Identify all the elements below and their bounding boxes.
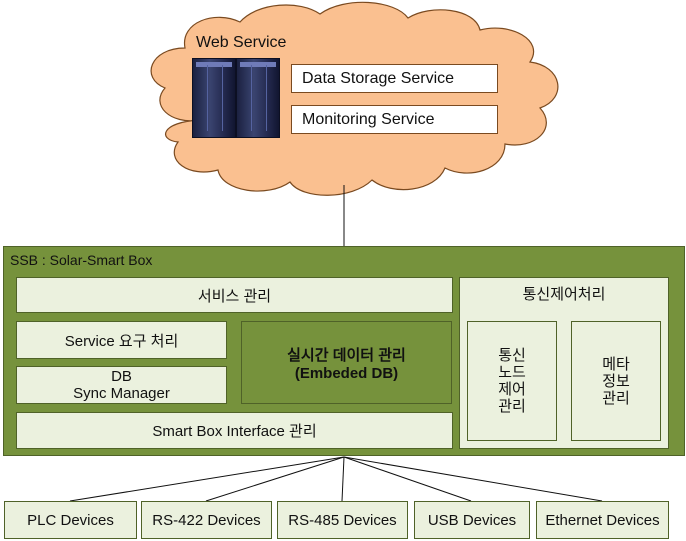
device-rs422: RS-422 Devices <box>141 501 272 539</box>
device-plc: PLC Devices <box>4 501 137 539</box>
comm-control-title: 통신제어처리 <box>522 286 606 303</box>
db-sync-manager-box: DB Sync Manager <box>16 366 227 404</box>
embedded-db-label: (Embeded DB) <box>294 364 399 382</box>
connector-plc <box>69 456 345 502</box>
connector-usb <box>343 456 472 502</box>
web-service-cloud <box>150 1 559 196</box>
node-control-line: 노드 <box>498 364 526 381</box>
db-sync-line: Sync Manager <box>73 385 170 402</box>
ssb-title: SSB : Solar-Smart Box <box>10 252 153 268</box>
service-request-box: Service 요구 처리 <box>16 321 227 359</box>
web-service-title: Web Service <box>196 34 287 51</box>
smart-box-interface-box: Smart Box Interface 관리 <box>16 412 453 449</box>
node-control-line: 통신 <box>498 347 526 364</box>
realtime-data-label: 실시간 데이터 관리 <box>287 346 406 364</box>
connector-rs422 <box>205 456 345 502</box>
meta-info-box: 메타 정보 관리 <box>571 321 661 441</box>
service-management-box: 서비스 관리 <box>16 277 453 313</box>
device-connectors <box>69 456 603 502</box>
node-control-line: 관리 <box>498 398 526 415</box>
node-control-box: 통신 노드 제어 관리 <box>467 321 557 441</box>
device-usb: USB Devices <box>414 501 530 539</box>
server-icon <box>236 58 280 138</box>
realtime-data-management-box: 실시간 데이터 관리 (Embeded DB) <box>241 321 452 404</box>
db-sync-line: DB <box>111 368 132 385</box>
device-ethernet: Ethernet Devices <box>536 501 669 539</box>
meta-info-line: 정보 <box>602 372 630 390</box>
data-storage-service-box: Data Storage Service <box>291 64 498 93</box>
meta-info-line: 메타 <box>602 355 630 373</box>
server-icon <box>192 58 236 138</box>
connector-ethernet <box>343 456 603 502</box>
connector-rs485 <box>341 456 345 502</box>
monitoring-service-box: Monitoring Service <box>291 105 498 134</box>
device-rs485: RS-485 Devices <box>277 501 408 539</box>
node-control-line: 제어 <box>498 381 526 398</box>
meta-info-line: 관리 <box>602 389 630 407</box>
